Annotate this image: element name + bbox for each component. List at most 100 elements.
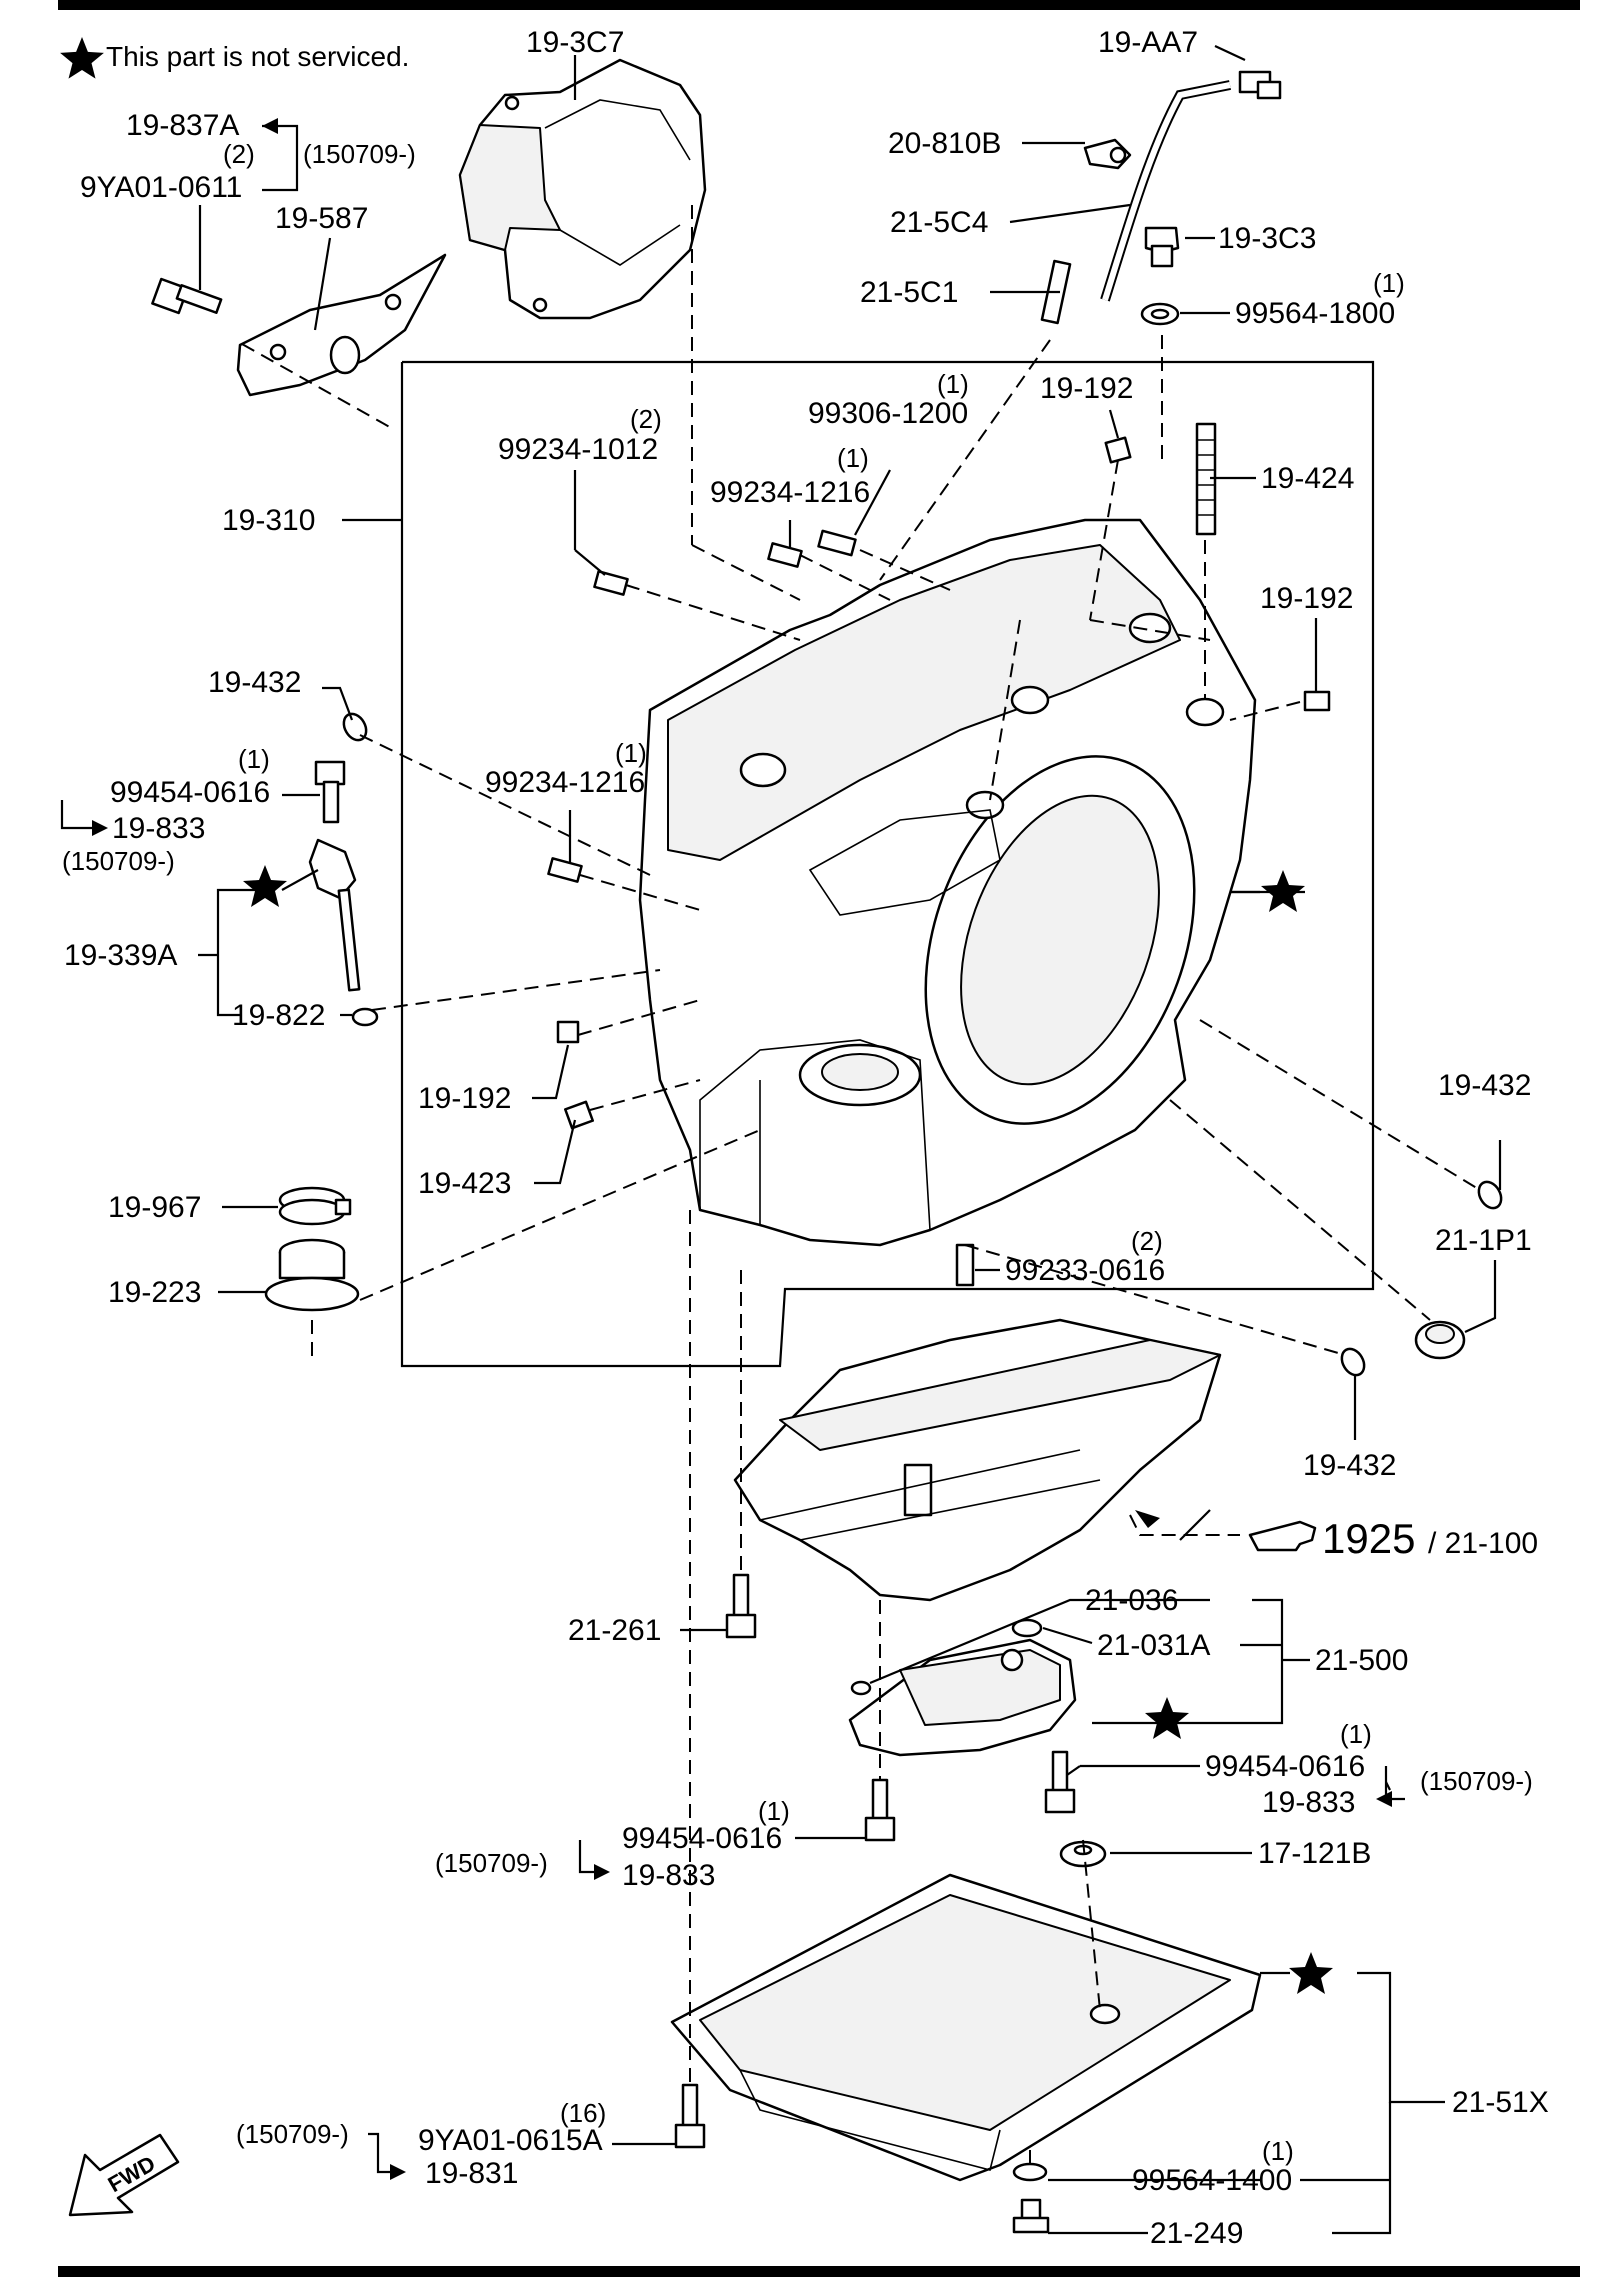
part-21-031A-oring-drawing [1011, 1618, 1043, 1638]
label-19-310[interactable]: 19-310 [222, 504, 315, 537]
label-19-432-upper[interactable]: 19-432 [208, 666, 301, 699]
part-19-192-plug-top-drawing [1104, 436, 1132, 464]
label-date-150709-d: (150709-) [435, 1848, 548, 1878]
not-serviced-star-icon-strainer [1145, 1697, 1189, 1739]
label-19-432-right[interactable]: 19-432 [1438, 1069, 1531, 1102]
label-99454-0616-c[interactable]: 99454-0616 [622, 1822, 782, 1855]
part-19-432-oring-upper-drawing [342, 712, 368, 742]
label-19-432-lower[interactable]: 19-432 [1303, 1449, 1396, 1482]
label-19-192-left[interactable]: 19-192 [418, 1082, 511, 1115]
part-19-3C3-plug-drawing [1144, 226, 1180, 268]
label-19-587[interactable]: 19-587 [275, 202, 368, 235]
part-21-249-plug-drawing [1012, 2198, 1050, 2234]
arrow-19-833-b-icon [1376, 1791, 1392, 1807]
label-21-1P1[interactable]: 21-1P1 [1435, 1224, 1532, 1257]
label-19-424[interactable]: 19-424 [1261, 462, 1354, 495]
arrow-19-837A-icon [262, 118, 278, 134]
part-99234-1216-dowel-drawing [767, 542, 803, 568]
part-19-192-plug-right-drawing [1303, 690, 1331, 712]
not-serviced-star-icon-dipstick [243, 865, 287, 907]
label-9YA01-0611[interactable]: 9YA01-0611 [80, 171, 242, 204]
label-21-5C4[interactable]: 21-5C4 [890, 206, 988, 239]
valve-body-21-100-drawing [733, 1318, 1222, 1602]
part-19-837A-bolt-drawing [151, 277, 223, 315]
label-19-822[interactable]: 19-822 [232, 999, 325, 1032]
case-group-frame [400, 360, 1375, 1368]
label-19-192-top[interactable]: 19-192 [1040, 372, 1133, 405]
label-21-261[interactable]: 21-261 [568, 1614, 661, 1647]
label-date-150709-c: (150709-) [1420, 1766, 1533, 1796]
label-19-837A[interactable]: 19-837A [126, 109, 239, 142]
label-21-036[interactable]: 21-036 [1085, 1584, 1178, 1617]
part-21-500-strainer-drawing [848, 1618, 1077, 1757]
bottom-border-bar [58, 2266, 1580, 2277]
label-19-967[interactable]: 19-967 [108, 1191, 201, 1224]
label-qty-1-f: (1) [1340, 1719, 1372, 1749]
label-21-249[interactable]: 21-249 [1150, 2217, 1243, 2250]
label-99564-1800[interactable]: 99564-1800 [1235, 297, 1395, 330]
label-19-833-b[interactable]: 19-833 [1262, 1786, 1355, 1819]
part-99454-0616-bolt-strainer-right-drawing [1044, 1750, 1076, 1814]
label-19-423[interactable]: 19-423 [418, 1167, 511, 1200]
label-17-121B[interactable]: 17-121B [1258, 1837, 1371, 1870]
label-99234-1216-left[interactable]: 99234-1216 [485, 766, 645, 799]
label-99564-1400[interactable]: 99564-1400 [1132, 2164, 1292, 2197]
part-21-51X-oil-pan-drawing [670, 1873, 1262, 2182]
part-21-036-oring-drawing [850, 1680, 872, 1696]
label-qty-1-a: (1) [1373, 268, 1405, 298]
label-21-100[interactable]: / 21-100 [1428, 1527, 1538, 1560]
label-qty-1-e: (1) [615, 738, 647, 768]
label-19-AA7[interactable]: 19-AA7 [1098, 26, 1198, 59]
label-21-500[interactable]: 21-500 [1315, 1644, 1408, 1677]
assembly-centerlines [241, 205, 1481, 2165]
part-99234-1216-left-dowel-drawing [547, 857, 583, 883]
part-19-587-plate-drawing [236, 253, 447, 397]
pointing-hand-icon [1248, 1520, 1317, 1552]
label-qty-2-c: (2) [1131, 1226, 1163, 1256]
part-19-822-oring-drawing [351, 1007, 379, 1027]
label-19-831[interactable]: 19-831 [425, 2157, 518, 2190]
label-qty-1-g: (1) [758, 1796, 790, 1826]
label-date-150709-b: (150709-) [62, 846, 175, 876]
part-19-223-seal-drawing [264, 1238, 360, 1312]
label-21-5C1[interactable]: 21-5C1 [860, 276, 958, 309]
label-99234-1012[interactable]: 99234-1012 [498, 433, 658, 466]
top-border-bar [58, 0, 1580, 10]
label-date-150709-e: (150709-) [236, 2119, 349, 2149]
label-qty-1-h: (1) [1262, 2136, 1294, 2166]
part-99454-0616-bolt-dipstick-drawing [314, 760, 346, 824]
label-19-223[interactable]: 19-223 [108, 1276, 201, 1309]
label-20-810B[interactable]: 20-810B [888, 127, 1001, 160]
part-19-432-oring-right-drawing [1477, 1180, 1503, 1210]
label-99233-0616[interactable]: 99233-0616 [1005, 1254, 1165, 1287]
label-21-51X[interactable]: 21-51X [1452, 2086, 1549, 2119]
label-qty-2-a: (2) [223, 139, 255, 169]
legend-note: This part is not serviced. [106, 41, 409, 72]
label-99454-0616-b[interactable]: 99454-0616 [1205, 1750, 1365, 1783]
part-99306-1200-pin-drawing [817, 529, 857, 557]
label-99234-1216-top[interactable]: 99234-1216 [710, 476, 870, 509]
part-99564-1400-washer-drawing [1012, 2162, 1048, 2182]
label-99306-1200[interactable]: 99306-1200 [808, 397, 968, 430]
part-19-423-plug-drawing [563, 1100, 595, 1130]
arrow-19-833-a-icon [92, 820, 108, 836]
label-qty-1-c: (1) [837, 443, 869, 473]
not-serviced-star-icon-case [1261, 870, 1305, 912]
label-19-339A[interactable]: 19-339A [64, 939, 177, 972]
label-9YA01-0615A[interactable]: 9YA01-0615A [418, 2124, 603, 2157]
label-19-833-a[interactable]: 19-833 [112, 812, 205, 845]
label-19-192-right[interactable]: 19-192 [1260, 582, 1353, 615]
label-19-3C3[interactable]: 19-3C3 [1218, 222, 1316, 255]
callout-labels: 19-3C7 19-AA7 19-837A (2) (150709-) 9YA0… [62, 26, 1549, 2250]
label-99454-0616-a[interactable]: 99454-0616 [110, 776, 270, 809]
label-21-031A[interactable]: 21-031A [1097, 1629, 1210, 1662]
label-1925[interactable]: 1925 [1322, 1515, 1415, 1562]
part-21-1P1-seal-drawing [1414, 1320, 1466, 1360]
label-date-150709-a: (150709-) [303, 139, 416, 169]
label-19-3C7[interactable]: 19-3C7 [526, 26, 624, 59]
part-20-810B-clip-drawing [1083, 138, 1132, 170]
label-qty-2-b: (2) [630, 404, 662, 434]
arrow-19-831-icon [390, 2164, 406, 2180]
label-19-833-c[interactable]: 19-833 [622, 1859, 715, 1892]
part-99454-0616-bolt-strainer-left-drawing [864, 1778, 896, 1842]
